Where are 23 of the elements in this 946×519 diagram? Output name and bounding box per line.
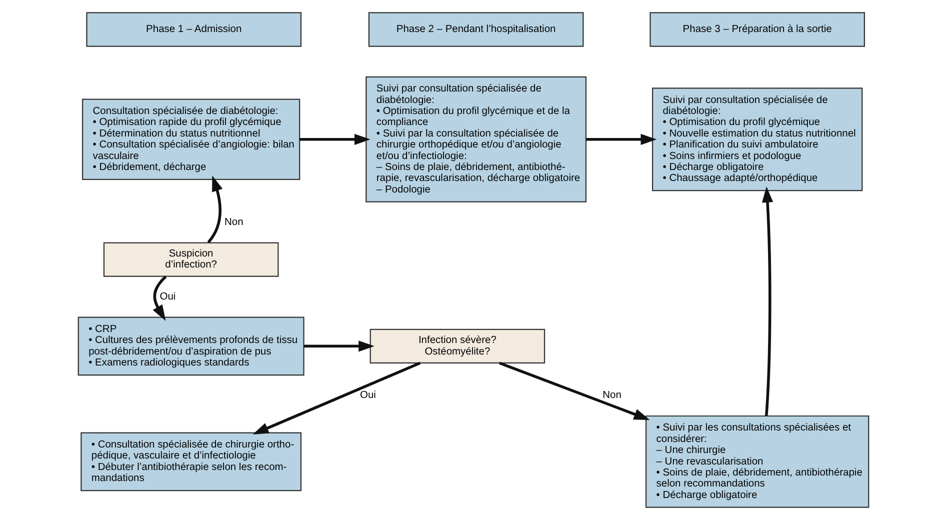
node-box: Consultation spécialisée de diabétologie: • Optimisation rapide du profil glycémique • Détermination du status nutritionnel • Consultation spécialisée d’angiologie: bilan vasculaire • Débridement, décharge <box>82 98 300 180</box>
arrow <box>586 133 656 144</box>
arrow <box>303 340 374 352</box>
edge-label: Non <box>224 216 243 228</box>
arrow <box>498 361 650 420</box>
arrow <box>206 174 222 243</box>
node-box: Suivi par consultation spécialisée de diabétologie: • Optimisation du profil glycémique • Nouvelle estimation du status nutritionnel • Planification du suivi ambulatoire • Soins infirmiers et podologue • Décharge obligatoire • Chaussage adapté/orthopédique <box>652 87 862 191</box>
arrow <box>299 133 370 144</box>
edge-label: Oui <box>159 290 176 302</box>
node-box: Phase 1 – Admission <box>86 12 302 46</box>
node-box: Infection sévère? Ostéomyélite? <box>369 328 545 363</box>
arrow <box>152 275 166 320</box>
arrow <box>761 186 773 416</box>
node-box: Suivi par consultation spécialisée de diabétologie: • Optimisation du profil glycémique et de la compliance • Suivi par la consultation spécialisée de chirurgie orthopédique et/ou d’angiologie et/ou d’infectiologie: – Soins de plaie, débridement, antibiothé- rapie, revascularisation, décharge obligatoire – Podologie <box>365 76 586 202</box>
node-box: • CRP • Cultures des prélèvements profonds de tissu post-débridement/ou d’aspiration de pus • Examens radiologiques standards <box>77 316 304 376</box>
node-box: • Suivi par les consultations spécialisées et considérer: – Une chirurgie – Une revascularisation • Soins de plaie, débridement, antibiothérapie selon recommandations • Décharge obligatoire <box>644 414 869 508</box>
node-box: Phase 2 – Pendant l’hospitalisation <box>368 12 584 46</box>
node-box: • Consultation spécialisée de chirurgie ortho- pédique, vasculaire et d’infectiologie • Débuter l’antibiothérapie selon les recom- mandations <box>80 432 302 491</box>
edge-label: Non <box>602 390 621 401</box>
arrow <box>252 361 420 434</box>
edge-label: Oui <box>360 390 376 401</box>
node-box: Phase 3 – Préparation à la sortie <box>649 12 864 46</box>
node-box: Suspicion d’infection? <box>102 242 278 276</box>
